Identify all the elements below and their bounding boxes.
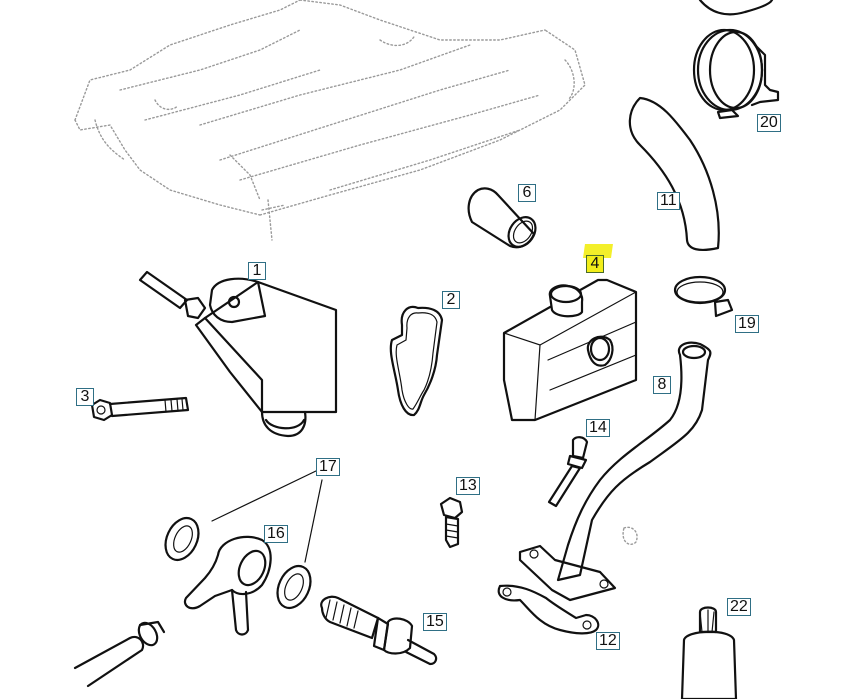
part-2-gasket bbox=[389, 305, 444, 417]
callout-20[interactable]: 20 bbox=[757, 114, 781, 132]
callout-2[interactable]: 2 bbox=[442, 291, 460, 309]
callout-16[interactable]: 16 bbox=[264, 525, 288, 543]
part-15-banjo-bolt bbox=[320, 595, 438, 666]
part-14-stud bbox=[547, 436, 589, 508]
part-1-housing bbox=[138, 270, 338, 438]
part-20-spring-clamp bbox=[692, 28, 780, 120]
callout-22[interactable]: 22 bbox=[727, 598, 751, 616]
part-22-filter bbox=[680, 606, 738, 699]
dotted-mark bbox=[622, 526, 638, 546]
callout-4[interactable]: 4 bbox=[586, 255, 604, 273]
callout-13[interactable]: 13 bbox=[456, 477, 480, 495]
callout-11[interactable]: 11 bbox=[657, 192, 680, 210]
callout-14[interactable]: 14 bbox=[586, 419, 610, 437]
part-8-oil-pipe bbox=[518, 341, 712, 602]
part-6-short-hose bbox=[467, 187, 537, 249]
part-12-gasket bbox=[497, 584, 600, 635]
part-19-worm-clamp bbox=[673, 275, 734, 318]
callout-19[interactable]: 19 bbox=[735, 315, 759, 333]
callout-15[interactable]: 15 bbox=[423, 613, 447, 631]
part-20-clamp-partial bbox=[698, 0, 774, 16]
callout-3[interactable]: 3 bbox=[76, 388, 94, 406]
part-17-washers bbox=[164, 469, 323, 610]
part-3-bolt bbox=[90, 396, 190, 422]
hose-and-clip bbox=[73, 620, 166, 688]
part-13-bolt bbox=[439, 496, 464, 549]
engine-block-outline bbox=[74, 0, 586, 241]
callout-6[interactable]: 6 bbox=[518, 184, 536, 202]
callout-17[interactable]: 17 bbox=[316, 458, 340, 476]
part-4-reservoir bbox=[502, 278, 638, 422]
part-11-curved-hose bbox=[628, 96, 720, 251]
callout-8[interactable]: 8 bbox=[653, 376, 671, 394]
part-16-banjo-fitting bbox=[183, 535, 272, 636]
callout-12[interactable]: 12 bbox=[596, 632, 620, 650]
callout-1[interactable]: 1 bbox=[248, 262, 266, 280]
